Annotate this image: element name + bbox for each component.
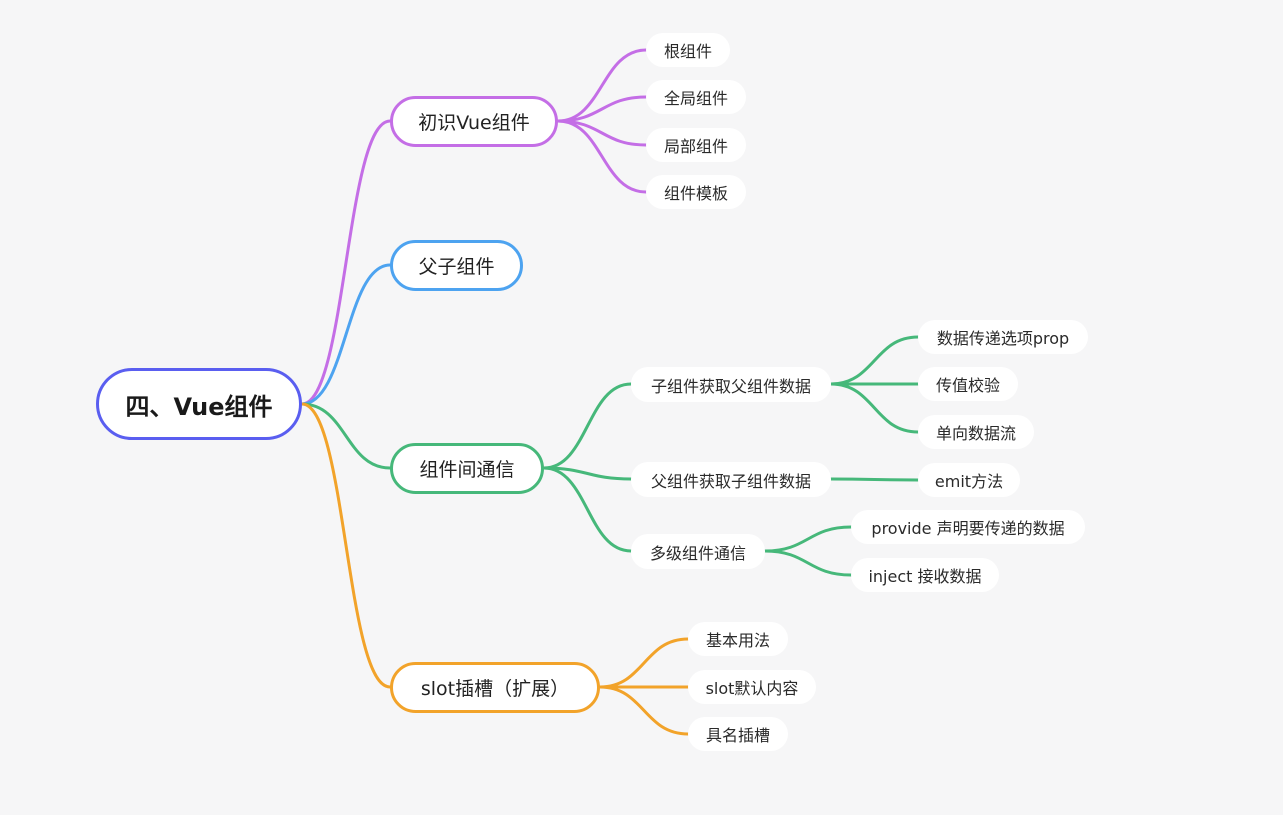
leaf-node[interactable]: slot默认内容	[688, 670, 816, 704]
subbranch-node[interactable]: 子组件获取父组件数据	[631, 367, 831, 402]
edge-b2-c2	[542, 466, 633, 553]
leaf-node[interactable]: 数据传递选项prop	[918, 320, 1088, 354]
edge-b2c1-g0	[829, 477, 920, 482]
leaf-node[interactable]: 传值校验	[918, 367, 1018, 401]
edge-b2-c1	[542, 466, 633, 481]
leaf-label: 单向数据流	[935, 424, 1016, 443]
subbranch-label: 多级组件通信	[649, 543, 746, 563]
edge-b3-c2	[598, 685, 690, 736]
leaf-node[interactable]: 全局组件	[646, 80, 746, 114]
edge-b2c2-g1	[763, 549, 853, 577]
edge-b0-c3	[556, 119, 648, 194]
edge-b2c2-g0	[763, 525, 853, 553]
leaf-label: emit方法	[934, 472, 1004, 491]
leaf-node[interactable]: 组件模板	[646, 175, 746, 209]
subbranch-label: 父组件获取子组件数据	[650, 471, 811, 491]
branch-node-parent-child[interactable]: 父子组件	[390, 240, 523, 291]
leaf-label: 根组件	[663, 42, 712, 61]
leaf-node[interactable]: 根组件	[646, 33, 730, 67]
edge-root-b2	[300, 402, 392, 470]
edge-b3-c0	[598, 637, 690, 689]
edge-b2-c0	[542, 382, 633, 470]
leaf-label: 具名插槽	[705, 726, 770, 745]
leaf-label: provide 声明要传递的数据	[871, 519, 1065, 538]
edge-b2c0-g2	[829, 382, 920, 434]
edge-b2c0-g0	[829, 335, 920, 386]
root-label: 四、Vue组件	[125, 392, 273, 421]
leaf-node[interactable]: provide 声明要传递的数据	[851, 510, 1085, 544]
leaf-node[interactable]: 基本用法	[688, 622, 788, 656]
edge-root-b1	[300, 263, 392, 406]
branch-label: 组件间通信	[419, 459, 515, 481]
branch-node-communication[interactable]: 组件间通信	[390, 443, 544, 494]
leaf-label: 局部组件	[663, 137, 728, 156]
leaf-label: 基本用法	[705, 631, 770, 650]
edge-root-b3	[300, 402, 392, 689]
subbranch-node[interactable]: 父组件获取子组件数据	[631, 462, 831, 497]
leaf-node[interactable]: emit方法	[918, 463, 1020, 497]
leaf-label: 全局组件	[663, 89, 728, 108]
leaf-node[interactable]: 局部组件	[646, 128, 746, 162]
branch-node-intro[interactable]: 初识Vue组件	[390, 96, 558, 147]
leaf-label: 数据传递选项prop	[936, 329, 1070, 348]
edge-b0-c1	[556, 95, 648, 123]
branch-label: 父子组件	[418, 256, 495, 278]
branch-label: 初识Vue组件	[418, 112, 530, 134]
subbranch-node[interactable]: 多级组件通信	[631, 534, 765, 569]
edge-root-b0	[300, 119, 392, 406]
root-node[interactable]: 四、Vue组件	[96, 368, 302, 440]
leaf-label: slot默认内容	[705, 679, 799, 698]
leaf-label: 传值校验	[935, 376, 1000, 395]
branch-label: slot插槽（扩展）	[420, 678, 570, 700]
branch-node-slot[interactable]: slot插槽（扩展）	[390, 662, 600, 713]
edge-b0-c0	[556, 48, 648, 123]
subbranch-label: 子组件获取父组件数据	[650, 376, 811, 396]
leaf-label: inject 接收数据	[868, 567, 982, 586]
leaf-node[interactable]: 具名插槽	[688, 717, 788, 751]
leaf-label: 组件模板	[663, 184, 728, 203]
leaf-node[interactable]: inject 接收数据	[851, 558, 999, 592]
leaf-node[interactable]: 单向数据流	[918, 415, 1034, 449]
